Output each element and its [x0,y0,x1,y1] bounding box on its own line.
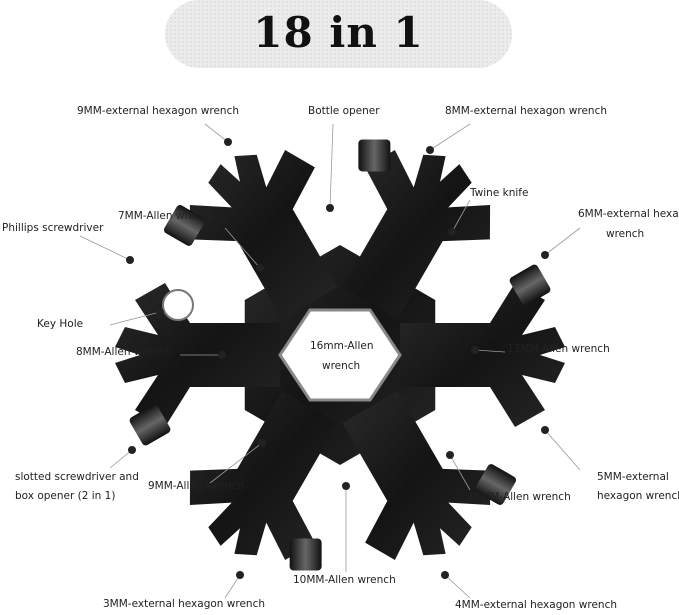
label-twine-knife: Twine knife [470,187,529,199]
leader-dot [446,451,454,459]
leader-dot [224,138,232,146]
leader-dot [156,308,164,316]
hex-socket [475,464,517,505]
label-10mm-allen: 10MM-Allen wrench [293,574,396,586]
label-11mm-allen: 11MM-Allen wrench [468,491,571,503]
leader-dot [326,204,334,212]
hex-socket [163,205,205,246]
label-slotted-2: box opener (2 in 1) [15,490,116,502]
leader-line [79,235,131,261]
label-8mm-allen: 8MM-Allen wrench [76,346,173,358]
tool-arm [342,150,491,319]
label-5mm-external: 5MM-external [597,471,669,483]
leader-line [544,227,581,256]
leader-dot [471,346,479,354]
hex-socket [509,264,551,306]
tool-arm [400,283,565,427]
leader-dot [541,426,549,434]
leader-line [429,123,471,151]
label-16mm-allen: 16mm-Allen [310,340,374,352]
title: 18 in 1 [253,8,424,57]
leader-dot [256,264,264,272]
key-hole [162,289,194,321]
hex-socket [358,139,391,172]
leader-dot [128,446,136,454]
label-phillips: Phillips screwdriver [2,222,104,234]
leader-line [444,574,471,599]
label-6mm-external: 6MM-external hexagon [578,208,679,220]
tool-arm [189,150,338,319]
allen-hex-hole [278,308,402,402]
leader-dot [126,256,134,264]
label-6mm-external-2: wrench [606,228,645,240]
label-slotted: slotted screwdriver and [15,471,139,483]
hex-socket [129,404,171,446]
leader-dot [258,439,266,447]
label-9mm-external: 9MM-external hexagon wrench [77,105,240,117]
leader-line [329,123,334,209]
label-16mm-allen-2: wrench [322,360,361,372]
leader-line [109,449,133,469]
leader-line [544,429,581,471]
title-banner: 18 in 1 [165,0,512,68]
leader-line [224,574,241,599]
leader-line [109,311,161,326]
leader-dot [541,251,549,259]
leader-line [449,454,471,491]
label-9mm-allen: 9MM-Allen wrench [148,480,245,492]
label-13mm-allen: 13MM-Allen wrench [507,343,610,355]
snowflake-tool-body [115,139,565,571]
label-4mm-external: 4MM-external hexagon wrench [455,599,618,611]
label-3mm-external: 3MM-external hexagon wrench [103,598,266,610]
leader-dot [218,351,226,359]
label-7mm-allen: 7MM-Allen wrench [118,210,215,222]
label-bottle-opener: Bottle opener [308,105,380,117]
leader-line [474,349,506,353]
leader-dot [448,228,456,236]
label-8mm-external: 8MM-external hexagon wrench [445,105,608,117]
leader-line [451,199,471,233]
label-5mm-external-2: hexagon wrench [597,490,679,502]
leader-dot [342,482,350,490]
leader-line [224,227,261,269]
label-key-hole: Key Hole [37,318,84,330]
tool-arm [342,391,491,560]
leader-lines [79,123,581,599]
leader-dot [236,571,244,579]
leader-line [204,123,229,143]
tool-arm [189,391,338,560]
leader-line [209,442,263,484]
hex-socket [289,538,322,571]
leader-dot [426,146,434,154]
leader-dot [441,571,449,579]
